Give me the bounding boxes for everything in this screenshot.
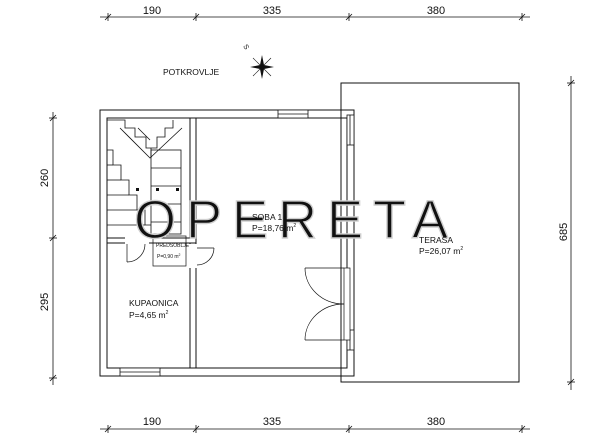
room-predsoblje-area: P=0,90 m2 (157, 253, 181, 260)
top-dim-380: 380 (427, 5, 445, 17)
compass-rose-icon (250, 55, 274, 79)
room-terasa-name: TERASA (419, 235, 453, 245)
room-soba-name: SOBA 1 (252, 212, 283, 222)
right-dim-685: 685 (558, 223, 570, 241)
room-terasa-area: P=26,07 m2 (419, 246, 463, 256)
level-label: POTKROVLJE (163, 67, 220, 77)
door-swing-room (196, 247, 215, 266)
room-predsoblje-name: PREDSOBLJE (156, 243, 190, 249)
bottom-dim-190: 190 (143, 416, 161, 428)
room-soba-area: P=18,76 m2 (252, 223, 296, 233)
terrace-outline (340, 82, 520, 383)
top-window (277, 109, 309, 119)
door-gap-bath (125, 237, 149, 244)
stair-hatch-post (156, 188, 159, 191)
door-gap-room (189, 244, 197, 268)
compass-north-letter: S (241, 44, 250, 52)
staircase (107, 119, 183, 235)
top-dim-335: 335 (263, 5, 281, 17)
right-dimension-line (567, 76, 575, 390)
left-dim-295: 295 (39, 293, 51, 311)
top-dimension-line (100, 13, 530, 21)
left-dimension-line (49, 112, 57, 385)
bottom-dim-335: 335 (263, 416, 281, 428)
right-wall-window (346, 114, 355, 146)
predsoblje-outline (152, 235, 187, 267)
watermark: OPERETA (134, 190, 458, 250)
left-dim-260: 260 (39, 169, 51, 187)
top-dim-190: 190 (143, 5, 161, 17)
bottom-dimension-line (100, 425, 530, 433)
terrace-double-door (304, 267, 351, 341)
stair-hatch-post (176, 188, 179, 191)
bottom-dim-380: 380 (427, 416, 445, 428)
room-kupaonica-area: P=4,65 m2 (129, 310, 169, 320)
bottom-window (119, 367, 161, 377)
room-kupaonica-name: KUPAONICA (129, 298, 179, 308)
interior-walls (106, 117, 197, 369)
door-swing-bath (126, 243, 146, 263)
stair-hatch-post (136, 188, 139, 191)
